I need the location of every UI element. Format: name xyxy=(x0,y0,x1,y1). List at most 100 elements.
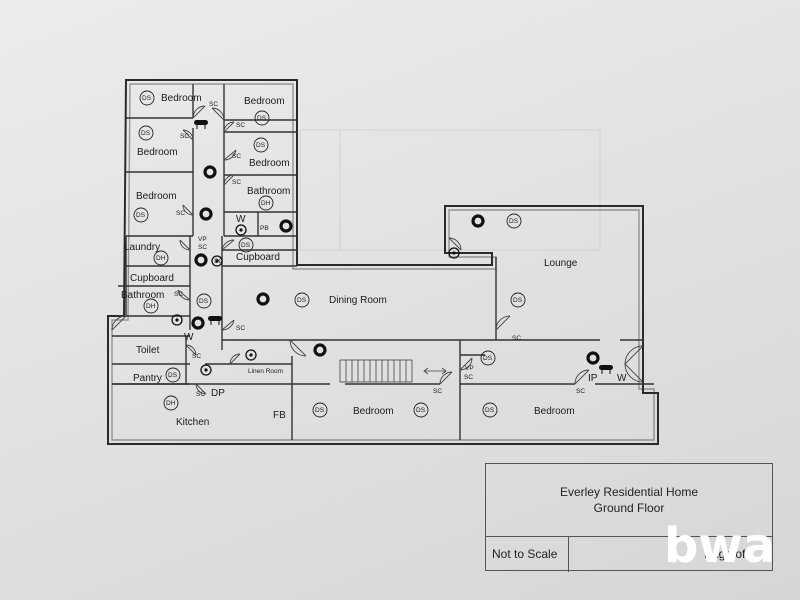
sc-label: SC xyxy=(464,374,473,381)
room-bedroom-nw3: Bedroom xyxy=(136,191,177,202)
emergency-light-icon xyxy=(235,224,247,236)
light-symbols xyxy=(171,224,460,376)
ds-icon: DS xyxy=(138,125,154,141)
emergency-light-icon xyxy=(448,247,460,259)
sounder-icon xyxy=(203,165,217,179)
svg-text:DS: DS xyxy=(199,298,209,305)
sounder-icon xyxy=(199,207,213,221)
fb-marker: FB xyxy=(273,410,286,421)
pb-marker: PB xyxy=(260,225,269,232)
dh-symbols: DH DH DH DH xyxy=(143,195,274,411)
emergency-light-icon xyxy=(171,314,183,326)
room-labels: Bedroom Bedroom Bedroom Bedroom Bedroom … xyxy=(121,93,578,428)
sounder-icon xyxy=(313,343,327,357)
title-divider-vertical xyxy=(568,536,569,572)
svg-text:DS: DS xyxy=(256,142,266,149)
svg-text:DS: DS xyxy=(513,297,523,304)
sc-labels: SC SC SC SC SC SC SC SC SC SC SC SC SC S… xyxy=(174,101,585,398)
ds-symbols: DS DS DS DS DS DS DS DS DS DS DS DS DS D… xyxy=(133,90,526,418)
title-block: Everley Residential Home Ground Floor No… xyxy=(485,463,773,572)
extinguisher-icon xyxy=(208,316,222,325)
title-scale: Not to Scale xyxy=(492,547,558,561)
sc-label: SC xyxy=(209,101,218,108)
ds-icon: DS xyxy=(139,90,155,106)
title-divider xyxy=(486,536,772,537)
dh-icon: DH xyxy=(163,395,179,411)
ds-icon: DS xyxy=(312,402,328,418)
room-cupboard-e: Cupboard xyxy=(236,252,280,263)
logo-wordmark: bwa xyxy=(664,518,774,570)
sc-label: SC xyxy=(512,335,521,342)
vp-marker: VP xyxy=(465,365,474,372)
staircase xyxy=(339,359,447,383)
sc-label: SC xyxy=(192,353,201,360)
dh-icon: DH xyxy=(153,250,169,266)
svg-text:DS: DS xyxy=(168,372,178,379)
w-marker: W xyxy=(184,332,194,343)
svg-text:DS: DS xyxy=(297,297,307,304)
svg-text:DS: DS xyxy=(136,212,146,219)
svg-text:DH: DH xyxy=(261,200,271,207)
sc-label: SC xyxy=(576,388,585,395)
sc-label: SC xyxy=(236,122,245,129)
ds-icon: DS xyxy=(294,292,310,308)
svg-text:DH: DH xyxy=(166,400,176,407)
room-cupboard-w: Cupboard xyxy=(130,273,174,284)
title-site-name: Everley Residential Home xyxy=(559,485,699,499)
sc-label: SC xyxy=(180,133,189,140)
ds-icon: DS xyxy=(133,207,149,223)
paper-show-through xyxy=(299,129,601,251)
dh-icon: DH xyxy=(143,298,159,314)
dp-marker: DP xyxy=(211,388,225,399)
room-kitchen: Kitchen xyxy=(176,417,209,428)
ds-icon: DS xyxy=(480,350,496,366)
door-swings xyxy=(111,105,644,395)
ds-icon: DS xyxy=(196,293,212,309)
svg-text:DS: DS xyxy=(241,242,251,249)
room-bedroom-nw1: Bedroom xyxy=(161,93,202,104)
sc-label: SC xyxy=(236,325,245,332)
room-bathroom-ne: Bathroom xyxy=(247,186,290,197)
ds-icon: DS xyxy=(482,402,498,418)
emergency-light-icon xyxy=(200,364,212,376)
room-bedroom-s2: Bedroom xyxy=(534,406,575,417)
dh-icon: DH xyxy=(258,195,274,211)
extinguisher-icon xyxy=(194,120,208,129)
title-floor: Ground Floor xyxy=(593,501,665,515)
ds-icon: DS xyxy=(510,292,526,308)
svg-text:DH: DH xyxy=(146,303,156,310)
svg-text:DS: DS xyxy=(142,95,152,102)
ds-icon: DS xyxy=(413,402,429,418)
exterior-walls xyxy=(107,79,659,445)
ds-icon: DS xyxy=(238,237,254,253)
sounder-icon xyxy=(586,351,600,365)
sc-label: SC xyxy=(196,391,205,398)
svg-text:DS: DS xyxy=(509,218,519,225)
bwa-logo: bwa xyxy=(664,518,774,570)
emergency-light-icon xyxy=(211,255,223,267)
sc-label: SC xyxy=(433,388,442,395)
svg-text:DS: DS xyxy=(416,407,426,414)
emergency-light-icon xyxy=(245,349,257,361)
room-bedroom-ne1: Bedroom xyxy=(244,96,285,107)
sc-label: SC xyxy=(176,210,185,217)
room-lounge: Lounge xyxy=(544,258,578,269)
title-page: Page of xyxy=(704,547,746,561)
markers: W W W PB VP VP DP FB IP xyxy=(184,214,627,421)
ds-icon: DS xyxy=(506,213,522,229)
w-marker: W xyxy=(617,373,627,384)
sounder-icon xyxy=(279,219,293,233)
svg-text:DH: DH xyxy=(156,255,166,262)
room-bathroom-w: Bathroom xyxy=(121,290,164,301)
extinguisher-icon xyxy=(599,365,613,374)
extinguisher-symbols xyxy=(194,120,613,374)
vp-marker: VP xyxy=(198,236,207,243)
svg-text:DS: DS xyxy=(483,355,493,362)
room-toilet: Toilet xyxy=(136,345,160,356)
ip-marker: IP xyxy=(588,373,598,384)
sc-label: SC xyxy=(198,244,207,251)
sounder-icon xyxy=(256,292,270,306)
sc-label: SC xyxy=(214,258,223,265)
sc-label: SC xyxy=(232,179,241,186)
